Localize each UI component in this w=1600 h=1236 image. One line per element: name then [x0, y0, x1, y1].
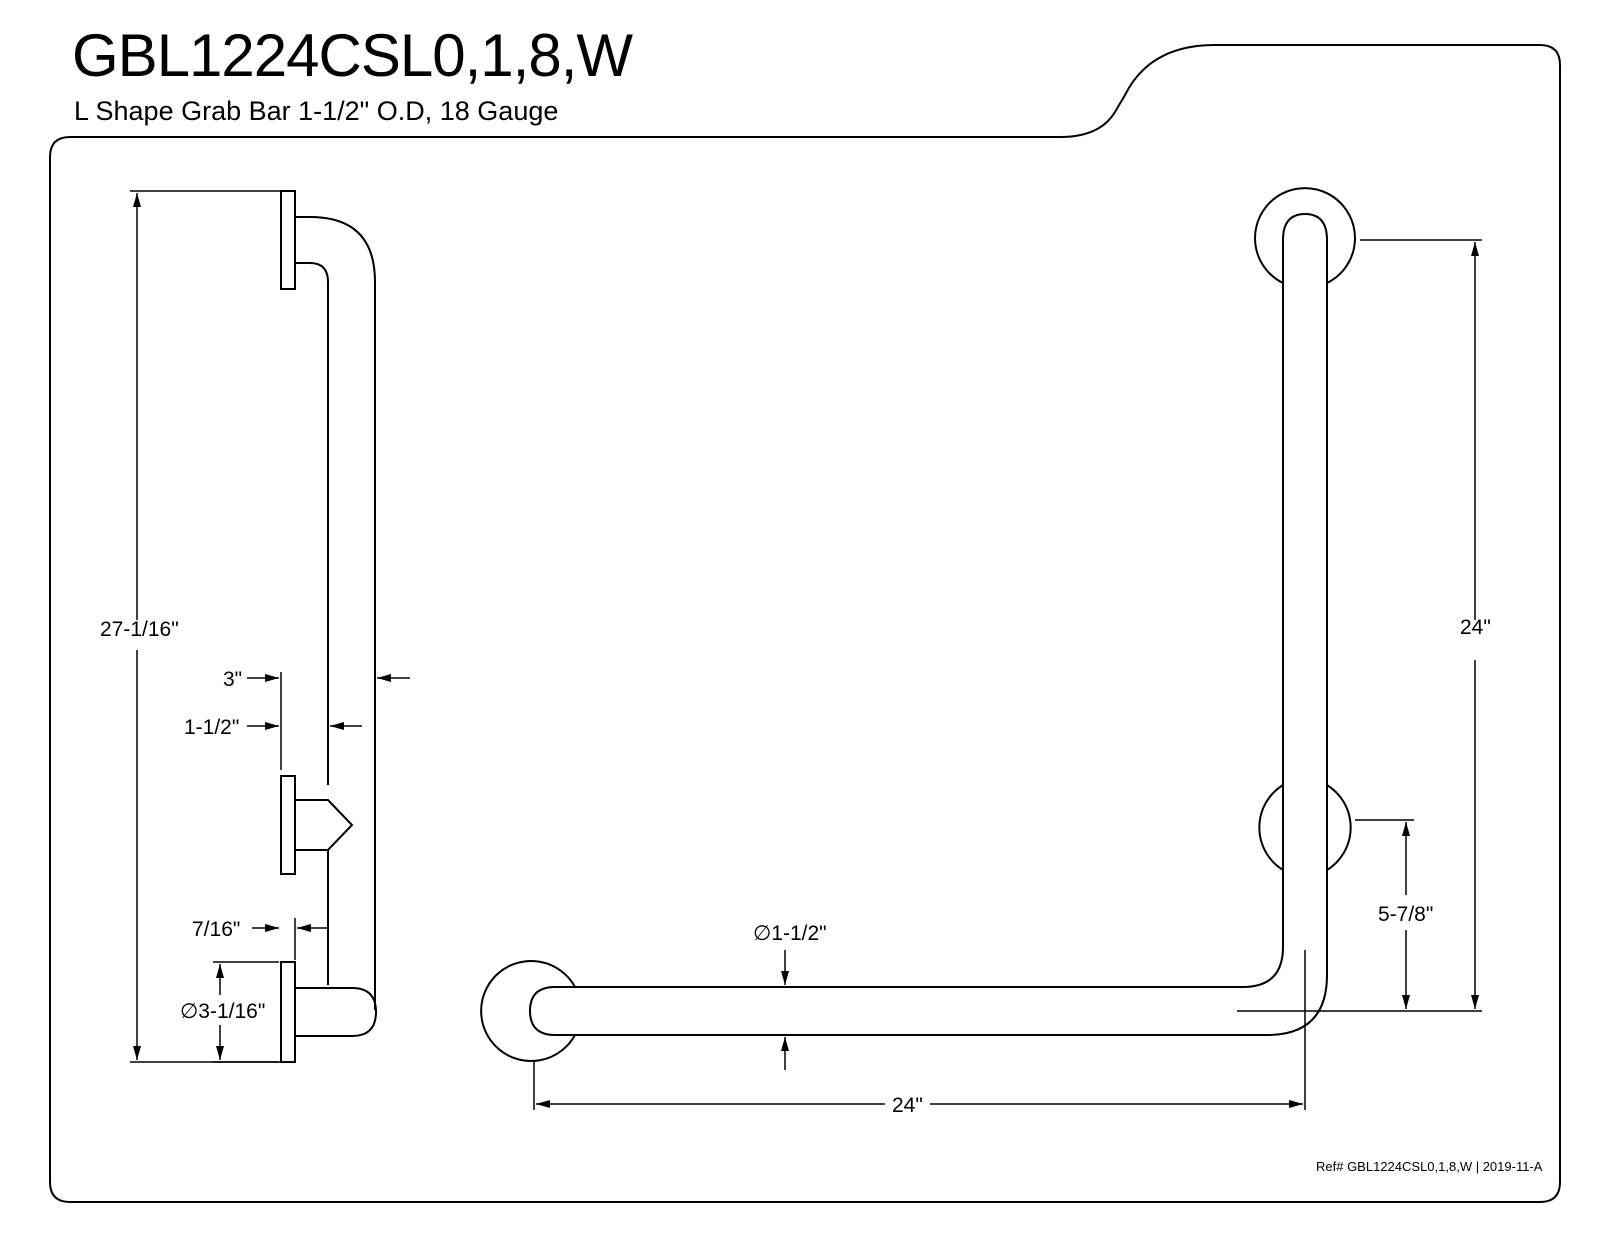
product-description: L Shape Grab Bar 1-1/2" O.D, 18 Gauge [74, 96, 559, 126]
middle-support [295, 799, 354, 851]
horizontal-length-label: 24" [892, 1094, 923, 1117]
flange-diameter-label: ∅3-1/16" [180, 1000, 265, 1023]
top-bend-bar [295, 216, 376, 985]
top-round-flange [1254, 187, 1356, 284]
projection-label: 3" [223, 668, 242, 691]
side-view: 27-1/16" 3" 1-1/2" 7/16" ∅3-1/16" [100, 190, 410, 1063]
bar-diameter-label: ∅1-1/2" [753, 922, 827, 945]
clearance-label: 1-1/2" [184, 716, 239, 739]
bottom-flange [280, 961, 296, 1063]
reference-note: Ref# GBL1224CSL0,1,8,W | 2019-11-A [1316, 1159, 1543, 1174]
support-offset-label: 5-7/8" [1378, 903, 1433, 926]
middle-round-flange [1258, 784, 1284, 871]
model-title: GBL1224CSL0,1,8,W [72, 22, 633, 89]
middle-flange [280, 775, 296, 875]
vertical-length-label: 24" [1460, 616, 1491, 639]
flange-thickness-label: 7/16" [192, 918, 240, 941]
drawing-frame [49, 44, 1561, 1203]
left-round-flange [480, 960, 576, 1062]
top-bend-inner [295, 262, 329, 785]
top-flange [280, 190, 296, 290]
front-view: 24" 5-7/8" ∅1-1/2" 24" [480, 187, 1491, 1117]
bottom-return [295, 987, 378, 1037]
overall-height-label: 27-1/16" [100, 618, 179, 641]
l-bar-outline [528, 212, 1328, 1036]
